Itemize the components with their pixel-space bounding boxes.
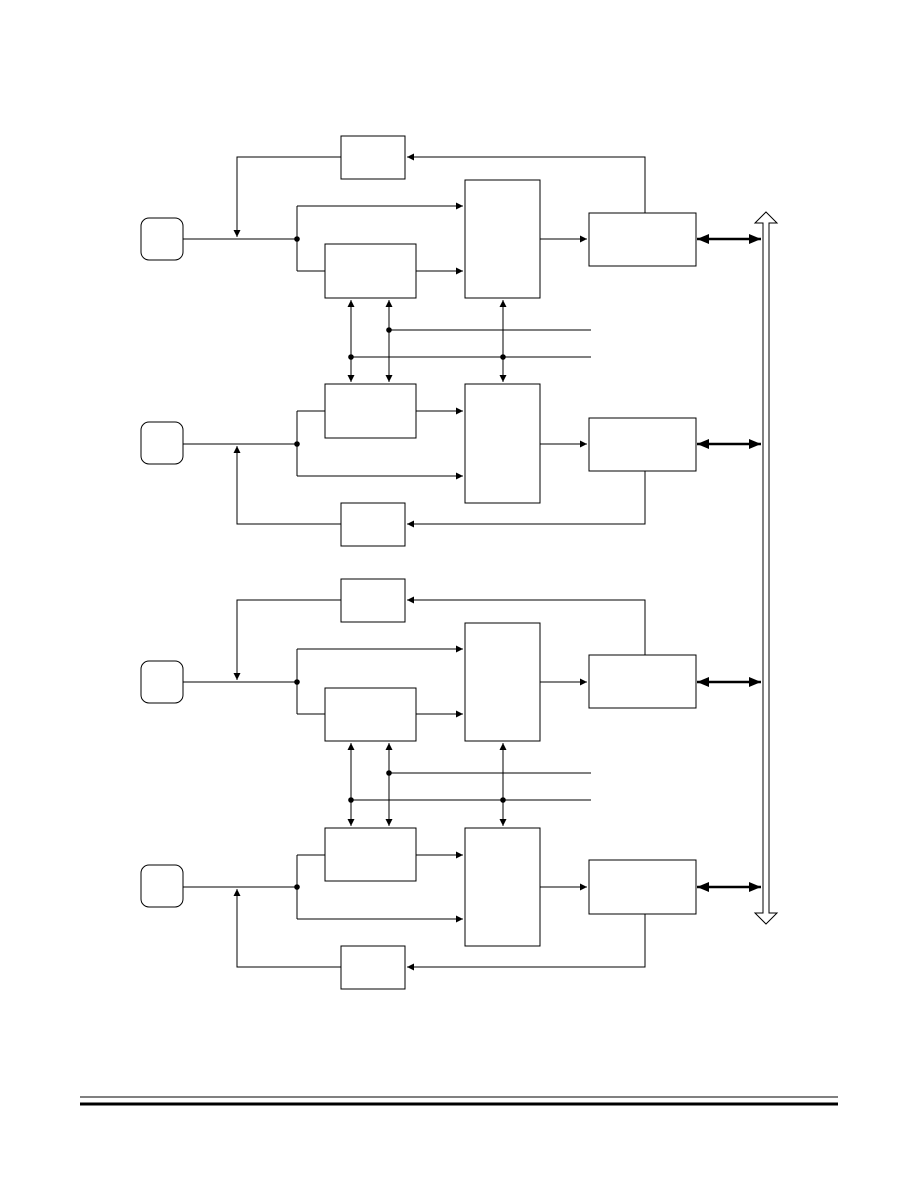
feedback-block [340,578,406,623]
feedback-to-input-arrow [233,889,341,968]
interface-block [588,212,697,267]
feedback-to-input-arrow [233,599,341,680]
junction-dot [294,236,300,242]
interface-to-feedback-arrow [407,596,646,655]
channel-4 [140,827,761,990]
channel-2 [140,383,761,547]
connector [140,864,184,908]
connector [140,217,184,261]
junction-dot [386,327,392,333]
processor-block [464,622,541,742]
channel-3 [140,578,761,742]
interface-block [588,417,697,472]
connector [140,660,184,704]
processor-block [464,179,541,299]
front-end-block [324,827,417,882]
junction-dot [500,797,506,803]
interface-block [588,654,697,709]
interface-block [588,859,697,915]
junction-dot [294,679,300,685]
junction-dot [348,354,354,360]
connector [140,421,184,465]
junction-dot [294,441,300,447]
processor-block [464,827,541,947]
feedback-to-input-arrow [233,446,341,525]
junction-dot [294,884,300,890]
front-end-block [324,687,417,742]
junction-dot [386,770,392,776]
feedback-block [340,135,406,180]
junction-dot [348,797,354,803]
feedback-block [340,502,406,547]
junction-dot [500,354,506,360]
front-end-block [324,383,417,439]
feedback-to-input-arrow [233,156,341,237]
pair-link-2 [347,743,591,826]
processor-block [464,383,541,504]
interface-to-feedback-arrow [407,914,646,971]
system-bus [753,211,779,925]
channel-1 [140,135,761,299]
interface-to-feedback-arrow [407,153,646,213]
interface-to-feedback-arrow [407,471,646,528]
feedback-block [340,945,406,990]
pair-link-1 [347,300,591,382]
front-end-block [324,243,417,299]
